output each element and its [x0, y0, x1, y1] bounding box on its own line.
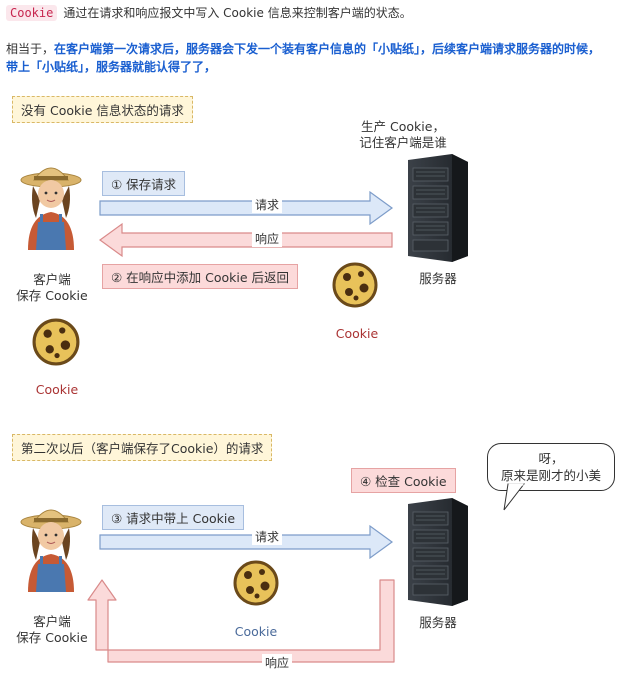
description: 相当于，在客户端第一次请求后，服务器会下发一个装有客户信息的「小贴纸」，后续客户… [6, 40, 612, 76]
cookie-code-chip: Cookie [6, 5, 58, 21]
cookie-icon [332, 262, 378, 308]
cookie-label-request: Cookie [234, 624, 278, 639]
server-note-line1: 生产 Cookie， [361, 119, 445, 134]
response-arrow [98, 222, 393, 258]
server-note-line2: 记住客户端是谁 [359, 135, 447, 150]
speech-bubble-tail [503, 483, 526, 511]
cookie-icon [233, 560, 279, 606]
server-icon [408, 154, 468, 262]
client-caption-1-line1: 客户端 [33, 272, 71, 287]
speech-line2: 原来是刚才的小美 [500, 468, 601, 483]
intro-text: 通过在请求和响应报文中写入 Cookie 信息来控制客户端的状态。 [63, 6, 412, 20]
request-arrow [99, 524, 394, 560]
client-caption-2: 客户端 保存 Cookie [8, 614, 96, 646]
client-caption-2-line1: 客户端 [33, 614, 71, 629]
client-caption-1-line2: 保存 Cookie [16, 288, 88, 303]
request-label-1: 请求 [252, 196, 283, 213]
server-note: 生产 Cookie， 记住客户端是谁 [348, 119, 458, 151]
step2-label: ② 在响应中添加 Cookie 后返回 [102, 264, 299, 289]
request-arrow [99, 190, 394, 226]
cookie-label-server: Cookie [335, 326, 379, 341]
response-label-2: 响应 [262, 654, 293, 671]
speech-line1: 呀， [538, 451, 564, 466]
section1-title: 没有 Cookie 信息状态的请求 [12, 96, 193, 123]
client-caption-2-line2: 保存 Cookie [16, 630, 88, 645]
step1-label: ① 保存请求 [102, 171, 186, 196]
request-label-2: 请求 [252, 528, 283, 545]
client-caption-1: 客户端 保存 Cookie [8, 272, 96, 304]
description-prefix: 相当于， [6, 42, 55, 56]
response-label-1: 响应 [252, 230, 283, 247]
client-avatar-icon [20, 509, 82, 592]
step4-label: ④ 检查 Cookie [351, 468, 456, 493]
cookie-label-client: Cookie [35, 382, 79, 397]
intro-line: Cookie 通过在请求和响应报文中写入 Cookie 信息来控制客户端的状态。 [6, 4, 412, 21]
speech-bubble: 呀， 原来是刚才的小美 [487, 443, 615, 491]
client-avatar-icon [20, 167, 82, 250]
server-caption-2: 服务器 [419, 615, 457, 630]
section2-title: 第二次以后（客户端保存了Cookie）的请求 [12, 434, 273, 461]
step3-label: ③ 请求中带上 Cookie [102, 505, 245, 530]
cookie-icon [32, 318, 80, 366]
description-highlight: 在客户端第一次请求后，服务器会下发一个装有客户信息的「小贴纸」，后续客户端请求服… [6, 42, 601, 74]
response-return-arrow [87, 579, 395, 663]
server-caption-1: 服务器 [419, 271, 457, 286]
server-icon [408, 498, 468, 606]
